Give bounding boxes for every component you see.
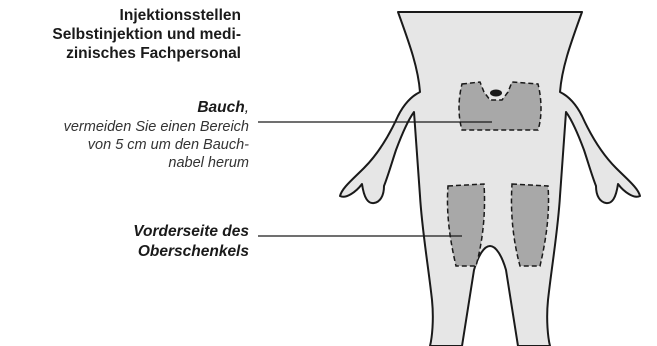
- right-thigh-injection-zone: [511, 184, 548, 266]
- body-silhouette: [340, 12, 640, 346]
- navel-icon: [490, 90, 502, 97]
